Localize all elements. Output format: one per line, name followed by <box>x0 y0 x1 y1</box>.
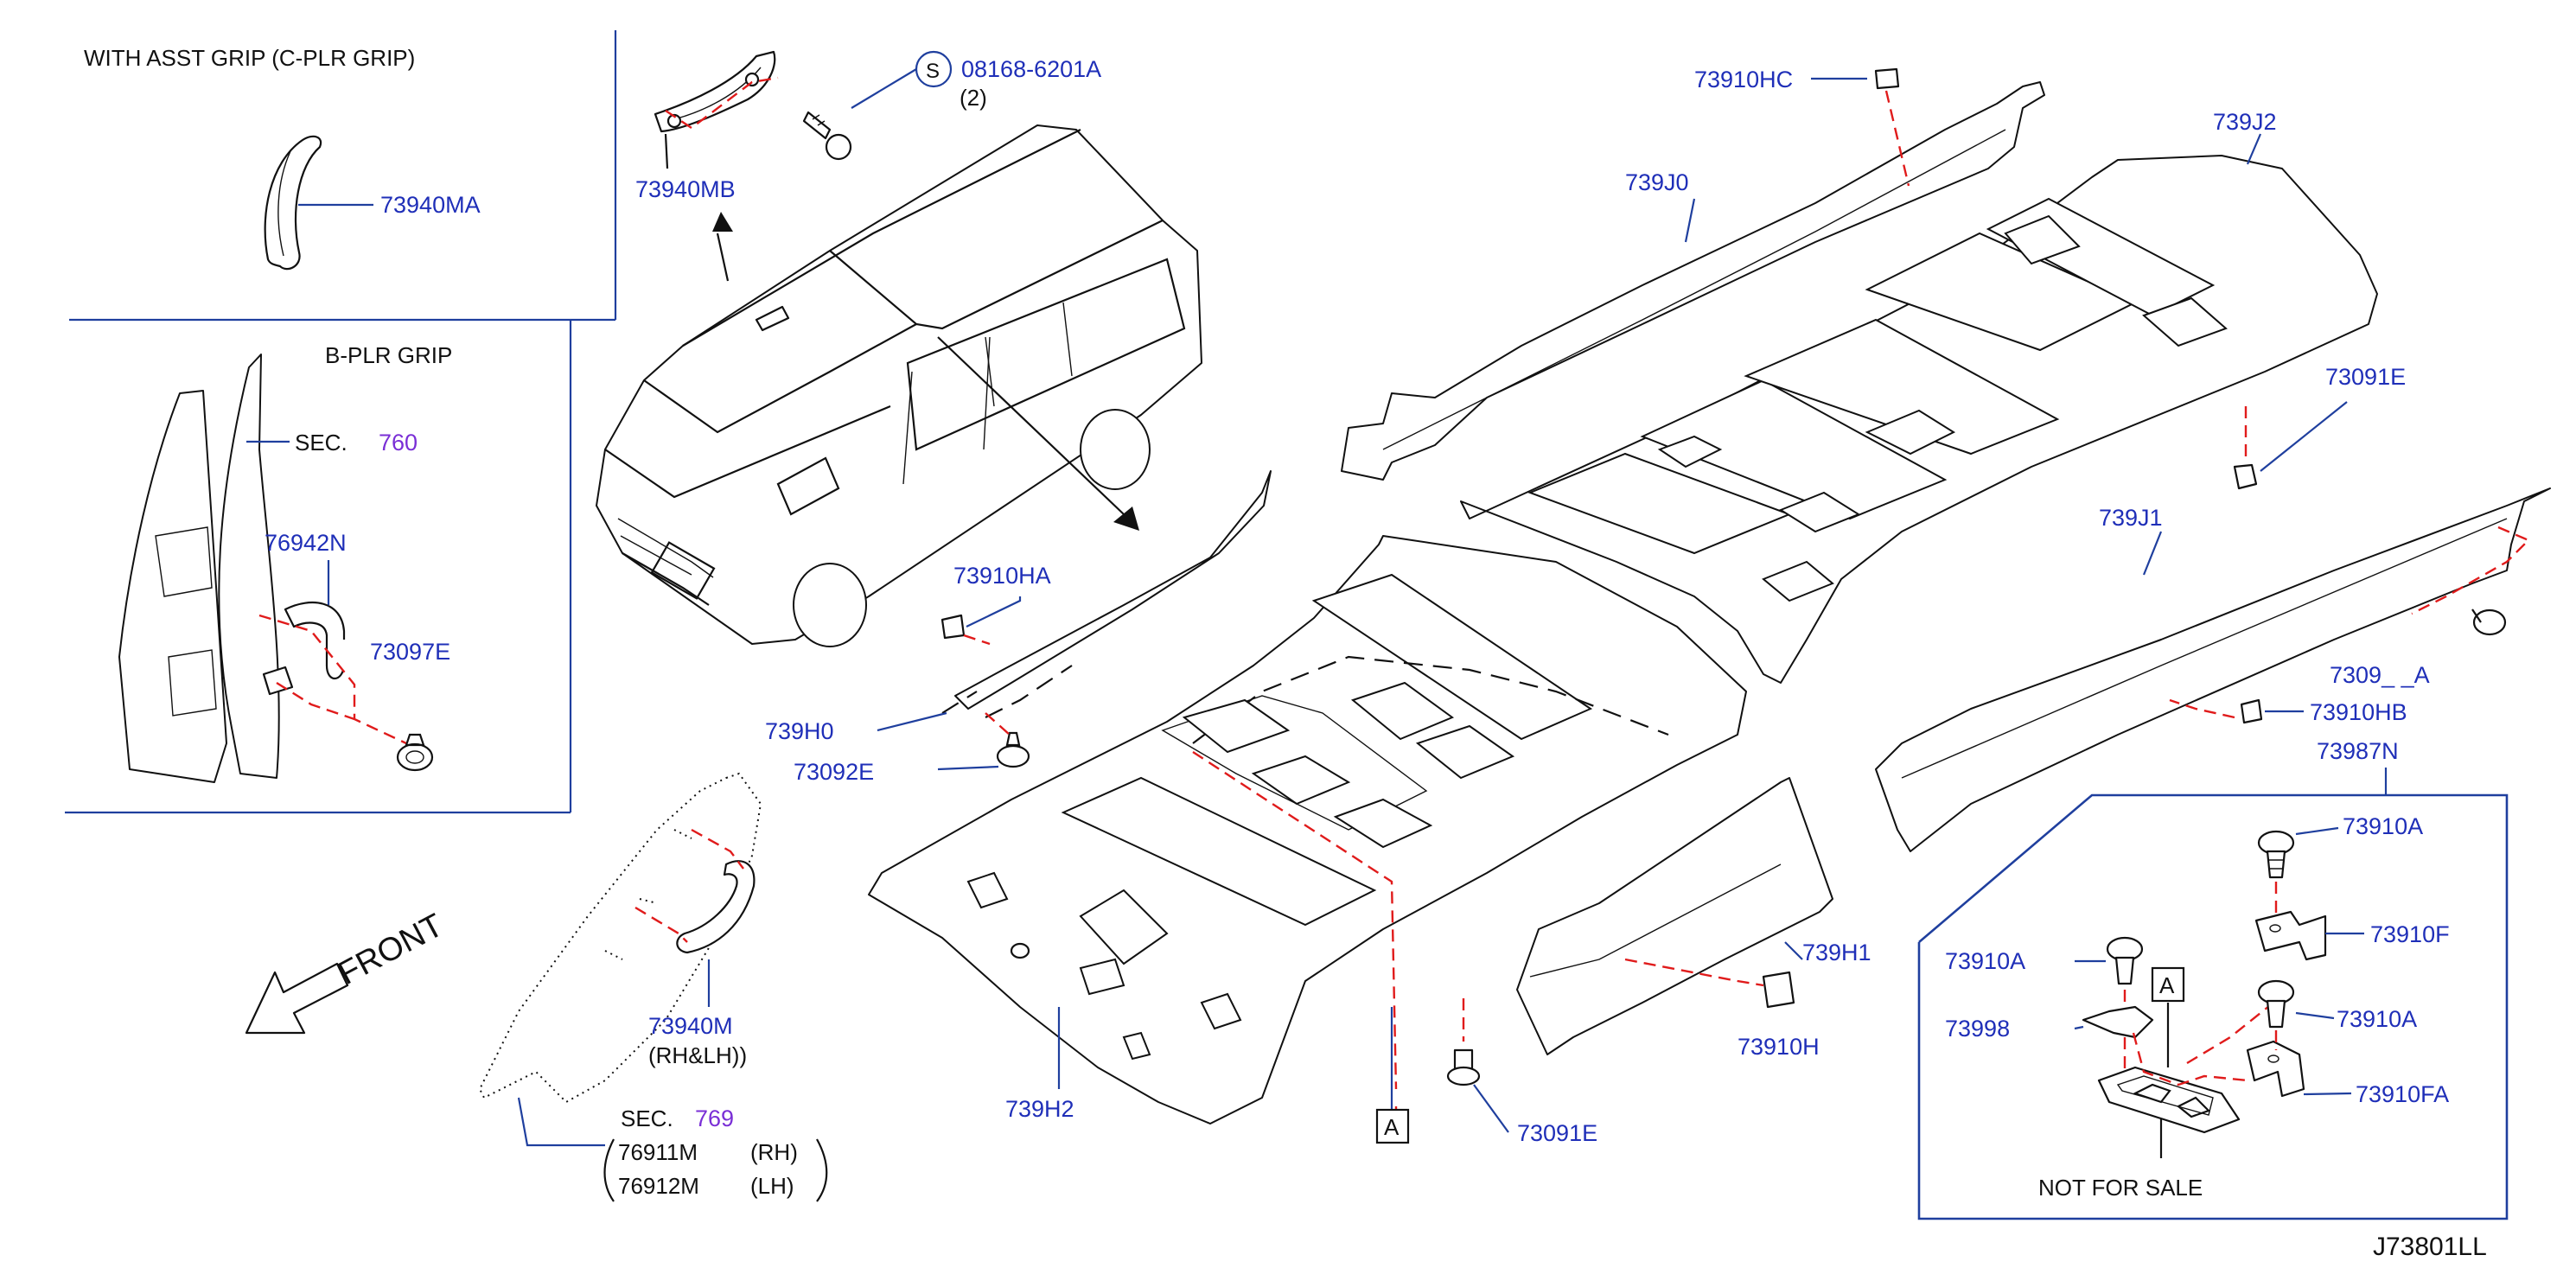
label-73097E: 73097E <box>370 639 450 665</box>
assist-grip-mb <box>654 50 776 133</box>
label-739H1: 739H1 <box>1802 940 1871 965</box>
clip-73091E-right <box>2233 463 2258 490</box>
label-73998: 73998 <box>1945 1016 2010 1042</box>
b-pillar-title: B-PLR GRIP <box>325 342 452 368</box>
drawing-number: J73801LL <box>2373 1233 2487 1261</box>
label-739J1: 739J1 <box>2099 505 2163 531</box>
ref-box-a-detail <box>2151 966 2185 1003</box>
van-rear-wheel <box>1080 409 1151 490</box>
clip-73097E <box>396 733 434 772</box>
front-arrow: FRONT <box>245 907 450 1035</box>
clip-73910FA <box>2246 1040 2305 1098</box>
inset-b-pillar-grip: B-PLR GRIP SEC. 760 76942N 73097E <box>118 342 452 783</box>
screw-symbol: S <box>926 60 940 83</box>
front-label: FRONT <box>333 907 450 992</box>
front-edge-739H0: 73910HA 739H0 73092E <box>765 470 1272 785</box>
clip-73091E-bottom <box>1446 1048 1481 1086</box>
label-73091E-bottom: 73091E <box>1517 1120 1597 1146</box>
clip-detail-box: 73987N 73910A 73910F 73910A 73998 A <box>1917 738 2509 1220</box>
pillar-assist-grip <box>676 860 756 954</box>
label-73940MA: 73940MA <box>380 192 481 218</box>
label-73910A-3: 73910A <box>2337 1006 2417 1032</box>
label-73910HA: 73910HA <box>953 563 1051 589</box>
bracket-73998 <box>2082 1005 2154 1039</box>
clip-73910F <box>2254 910 2327 961</box>
b-pillar-trim <box>218 354 280 779</box>
label-73940M: 73940M <box>648 1013 733 1039</box>
label-73910HB: 73910HB <box>2310 699 2407 725</box>
label-739H0: 739H0 <box>765 718 834 744</box>
van-front-wheel <box>793 563 867 647</box>
label-73092E: 73092E <box>794 759 874 785</box>
screw-symbol-circle <box>915 50 953 88</box>
pillar-grip-note: (RH&LH)) <box>648 1042 747 1068</box>
side-lh: (LH) <box>750 1173 794 1199</box>
label-73091E-right: 73091E <box>2325 364 2406 390</box>
label-73940MB: 73940MB <box>635 176 736 202</box>
label-73910HC: 73910HC <box>1694 67 1793 92</box>
not-for-sale-note: NOT FOR SALE <box>2038 1175 2203 1201</box>
ref-box-a-bottom <box>1375 1108 1410 1144</box>
label-73910A-2: 73910A <box>1945 948 2025 974</box>
pillar-grip-73940M-group: 73940M (RH&LH)) SEC. 769 76911M (RH) 769… <box>478 772 828 1202</box>
clip-73910H <box>1762 971 1795 1009</box>
assist-grip-c-pillar <box>264 135 322 271</box>
side-rh: (RH) <box>750 1139 798 1165</box>
c-pillar-title: WITH ASST GRIP (C-PLR GRIP) <box>84 45 415 71</box>
clip-73910A-left <box>2106 936 2144 985</box>
pillar-sec-label: SEC. <box>621 1105 673 1131</box>
side-panel-739H1: 739H1 73910H <box>1516 777 1871 1060</box>
pillar-sec-number: 769 <box>695 1105 734 1131</box>
label-739J0: 739J0 <box>1625 169 1689 195</box>
screw-qty: (2) <box>960 85 987 111</box>
b-pillar-sec-label: SEC. <box>295 430 348 456</box>
inset-c-pillar-grip: WITH ASST GRIP (C-PLR GRIP) 73940MA <box>84 45 481 271</box>
clip-7309xA <box>2471 608 2507 636</box>
label-08168-6201A: 08168-6201A <box>961 56 1101 82</box>
label-73910FA: 73910FA <box>2356 1081 2449 1107</box>
label-73910H: 73910H <box>1738 1034 1820 1060</box>
headlining-739H2: A 739H2 73091E <box>868 535 1747 1146</box>
b-pillar-grip-handle <box>284 601 346 680</box>
label-739J2: 739J2 <box>2213 109 2277 135</box>
arrow-up <box>712 212 733 232</box>
van-body <box>596 124 1202 645</box>
label-73987N: 73987N <box>2317 738 2399 764</box>
b-pillar-sec-number: 760 <box>379 430 418 456</box>
grip-73940MB-group: 73940MB S 08168-6201A (2) <box>635 50 1101 282</box>
clip-73910A-right <box>2257 979 2295 1029</box>
label-73910A-1: 73910A <box>2343 813 2423 839</box>
roof-side-rail-739J1: 739J1 7309_ _A 73910HB <box>1875 487 2551 852</box>
headlining-739J2: 739J2 73091E <box>1460 109 2406 684</box>
roof-side-rail-739J0: 739J0 73910HC <box>1341 67 2045 481</box>
clip-base-plate <box>2097 1066 2241 1134</box>
label-76942N: 76942N <box>265 530 347 556</box>
clip-73910HA <box>940 614 966 640</box>
part-76912M: 76912M <box>618 1173 699 1199</box>
ref-a-detail: A <box>2159 972 2175 998</box>
clip-73910A-top <box>2257 830 2295 879</box>
front-arrow-icon <box>245 962 349 1035</box>
van-illustration <box>596 124 1202 647</box>
b-pillar-garnish <box>118 390 227 783</box>
clip-73092E <box>996 731 1030 768</box>
ref-a-bottom: A <box>1384 1114 1400 1140</box>
screw-08168-6201A <box>802 111 852 161</box>
clip-73910HB <box>2240 698 2263 724</box>
part-76911M: 76911M <box>618 1139 698 1165</box>
label-7309-A-partial: 7309_ _A <box>2330 662 2430 688</box>
arrow-down-right <box>1113 507 1139 531</box>
label-739H2: 739H2 <box>1005 1096 1074 1122</box>
clip-73910HC <box>1874 67 1900 90</box>
label-73910F: 73910F <box>2370 921 2450 947</box>
inset-frames <box>65 30 617 814</box>
